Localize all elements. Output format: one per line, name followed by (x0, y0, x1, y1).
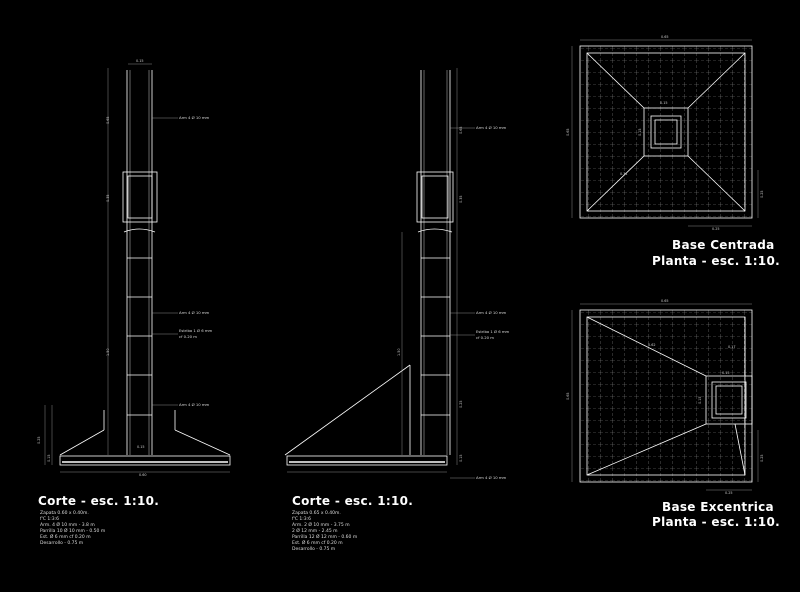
dim-text: 0.65 (661, 299, 669, 303)
right-section-drawing (284, 68, 475, 479)
dim-text: 0.15 (47, 454, 51, 462)
plan-centered-title: Base Centrada (672, 238, 775, 252)
dim-text: 0.65 (459, 126, 463, 134)
note-line: f'C 1:3:6 (292, 517, 312, 522)
dim-text: 0.60 (139, 473, 147, 477)
dim-text: 0.15 (136, 59, 144, 63)
rebar-label: Arm 4 Ø 10 mm (476, 310, 507, 315)
dim-text: 0.15 (722, 371, 730, 375)
dim-text: 0.65 (566, 128, 570, 136)
note-line: Arm. 4 Ø 10 mm - 3.8 m (40, 523, 95, 528)
note-line: Zapata 0.60 x 0.40m. (40, 511, 89, 516)
section-right-title: Corte - esc. 1:10. (292, 494, 414, 508)
dim-text: 0.15 (698, 396, 702, 404)
note-line: Est. Ø 6 mm cf 0.20 m (40, 535, 91, 540)
dim-text: 1.50 (106, 348, 110, 356)
note-line: Arm. 2 Ø 10 mm - 3.75 m (292, 523, 350, 528)
plan-eccentric-scale: Planta - esc. 1:10. (652, 515, 780, 529)
dim-text: 0.15 (660, 101, 668, 105)
dim-text: 0.65 (566, 392, 570, 400)
dim-text: 0.65 (106, 116, 110, 124)
dim-text: 0.35 (106, 194, 110, 202)
note-line: f'C 1:3:6 (40, 517, 60, 522)
dim-text: 0.62 (648, 343, 656, 347)
plan-centered-drawing (571, 39, 759, 227)
note-line: Est. Ø 6 mm cf 0.20 m (292, 541, 343, 546)
dim-text: 0.17 (728, 345, 736, 349)
dim-text: 0.65 (661, 35, 669, 39)
section-left-notes: Zapata 0.60 x 0.40m. f'C 1:3:6 Arm. 4 Ø … (40, 511, 105, 547)
plan-eccentric-title: Base Excentrica (662, 500, 774, 514)
stirrup-spacing-label: cf 0.20 m (179, 334, 197, 339)
dim-text: 0.25 (725, 491, 733, 495)
plan-eccentric-drawing (571, 303, 759, 491)
note-line: Desarrollo - 0.75 m (40, 541, 84, 546)
plan-centered-scale: Planta - esc. 1:10. (652, 254, 780, 268)
dim-text: 1.50 (397, 348, 401, 356)
rebar-label: Arm 4 Ø 10 mm (476, 125, 507, 130)
stirrup-spacing-label: cf 0.20 m (476, 335, 494, 340)
note-line: Parrilla 10 Ø 10 mm - 0.50 m (40, 529, 106, 534)
note-line: Desarrollo - 0.75 m (292, 547, 336, 552)
dim-text: 0.31 (620, 172, 628, 176)
note-line: Zapata 0.65 x 0.40m. (292, 511, 341, 516)
dim-text: 0.25 (760, 190, 764, 198)
dim-text: 0.15 (459, 454, 463, 462)
section-left-title: Corte - esc. 1:10. (38, 494, 160, 508)
left-section-drawing (44, 63, 231, 473)
dim-text: 0.25 (712, 227, 720, 231)
dim-text: 0.25 (760, 454, 764, 462)
rebar-label: Arm 4 Ø 10 mm (476, 475, 507, 480)
note-line: 2 Ø 12 mm - 2.45 m (292, 529, 338, 534)
stirrup-label: Estribo 1 Ø 6 mm (179, 328, 213, 333)
dim-text: 0.35 (459, 195, 463, 203)
rebar-label: Arm 4 Ø 10 mm (179, 310, 210, 315)
dim-text: 0.15 (137, 445, 145, 449)
section-right-notes: Zapata 0.65 x 0.40m. f'C 1:3:6 Arm. 2 Ø … (292, 511, 357, 553)
dim-text: 0.15 (638, 128, 642, 136)
rebar-label: Arm 4 Ø 10 mm (179, 115, 210, 120)
note-line: Parrilla 12 Ø 12 mm - 0.60 m (292, 535, 358, 540)
dim-text: 0.25 (37, 436, 41, 444)
rebar-label: Arm 4 Ø 10 mm (179, 402, 210, 407)
stirrup-label: Estribo 1 Ø 6 mm (476, 329, 510, 334)
dim-text: 0.25 (459, 400, 463, 408)
